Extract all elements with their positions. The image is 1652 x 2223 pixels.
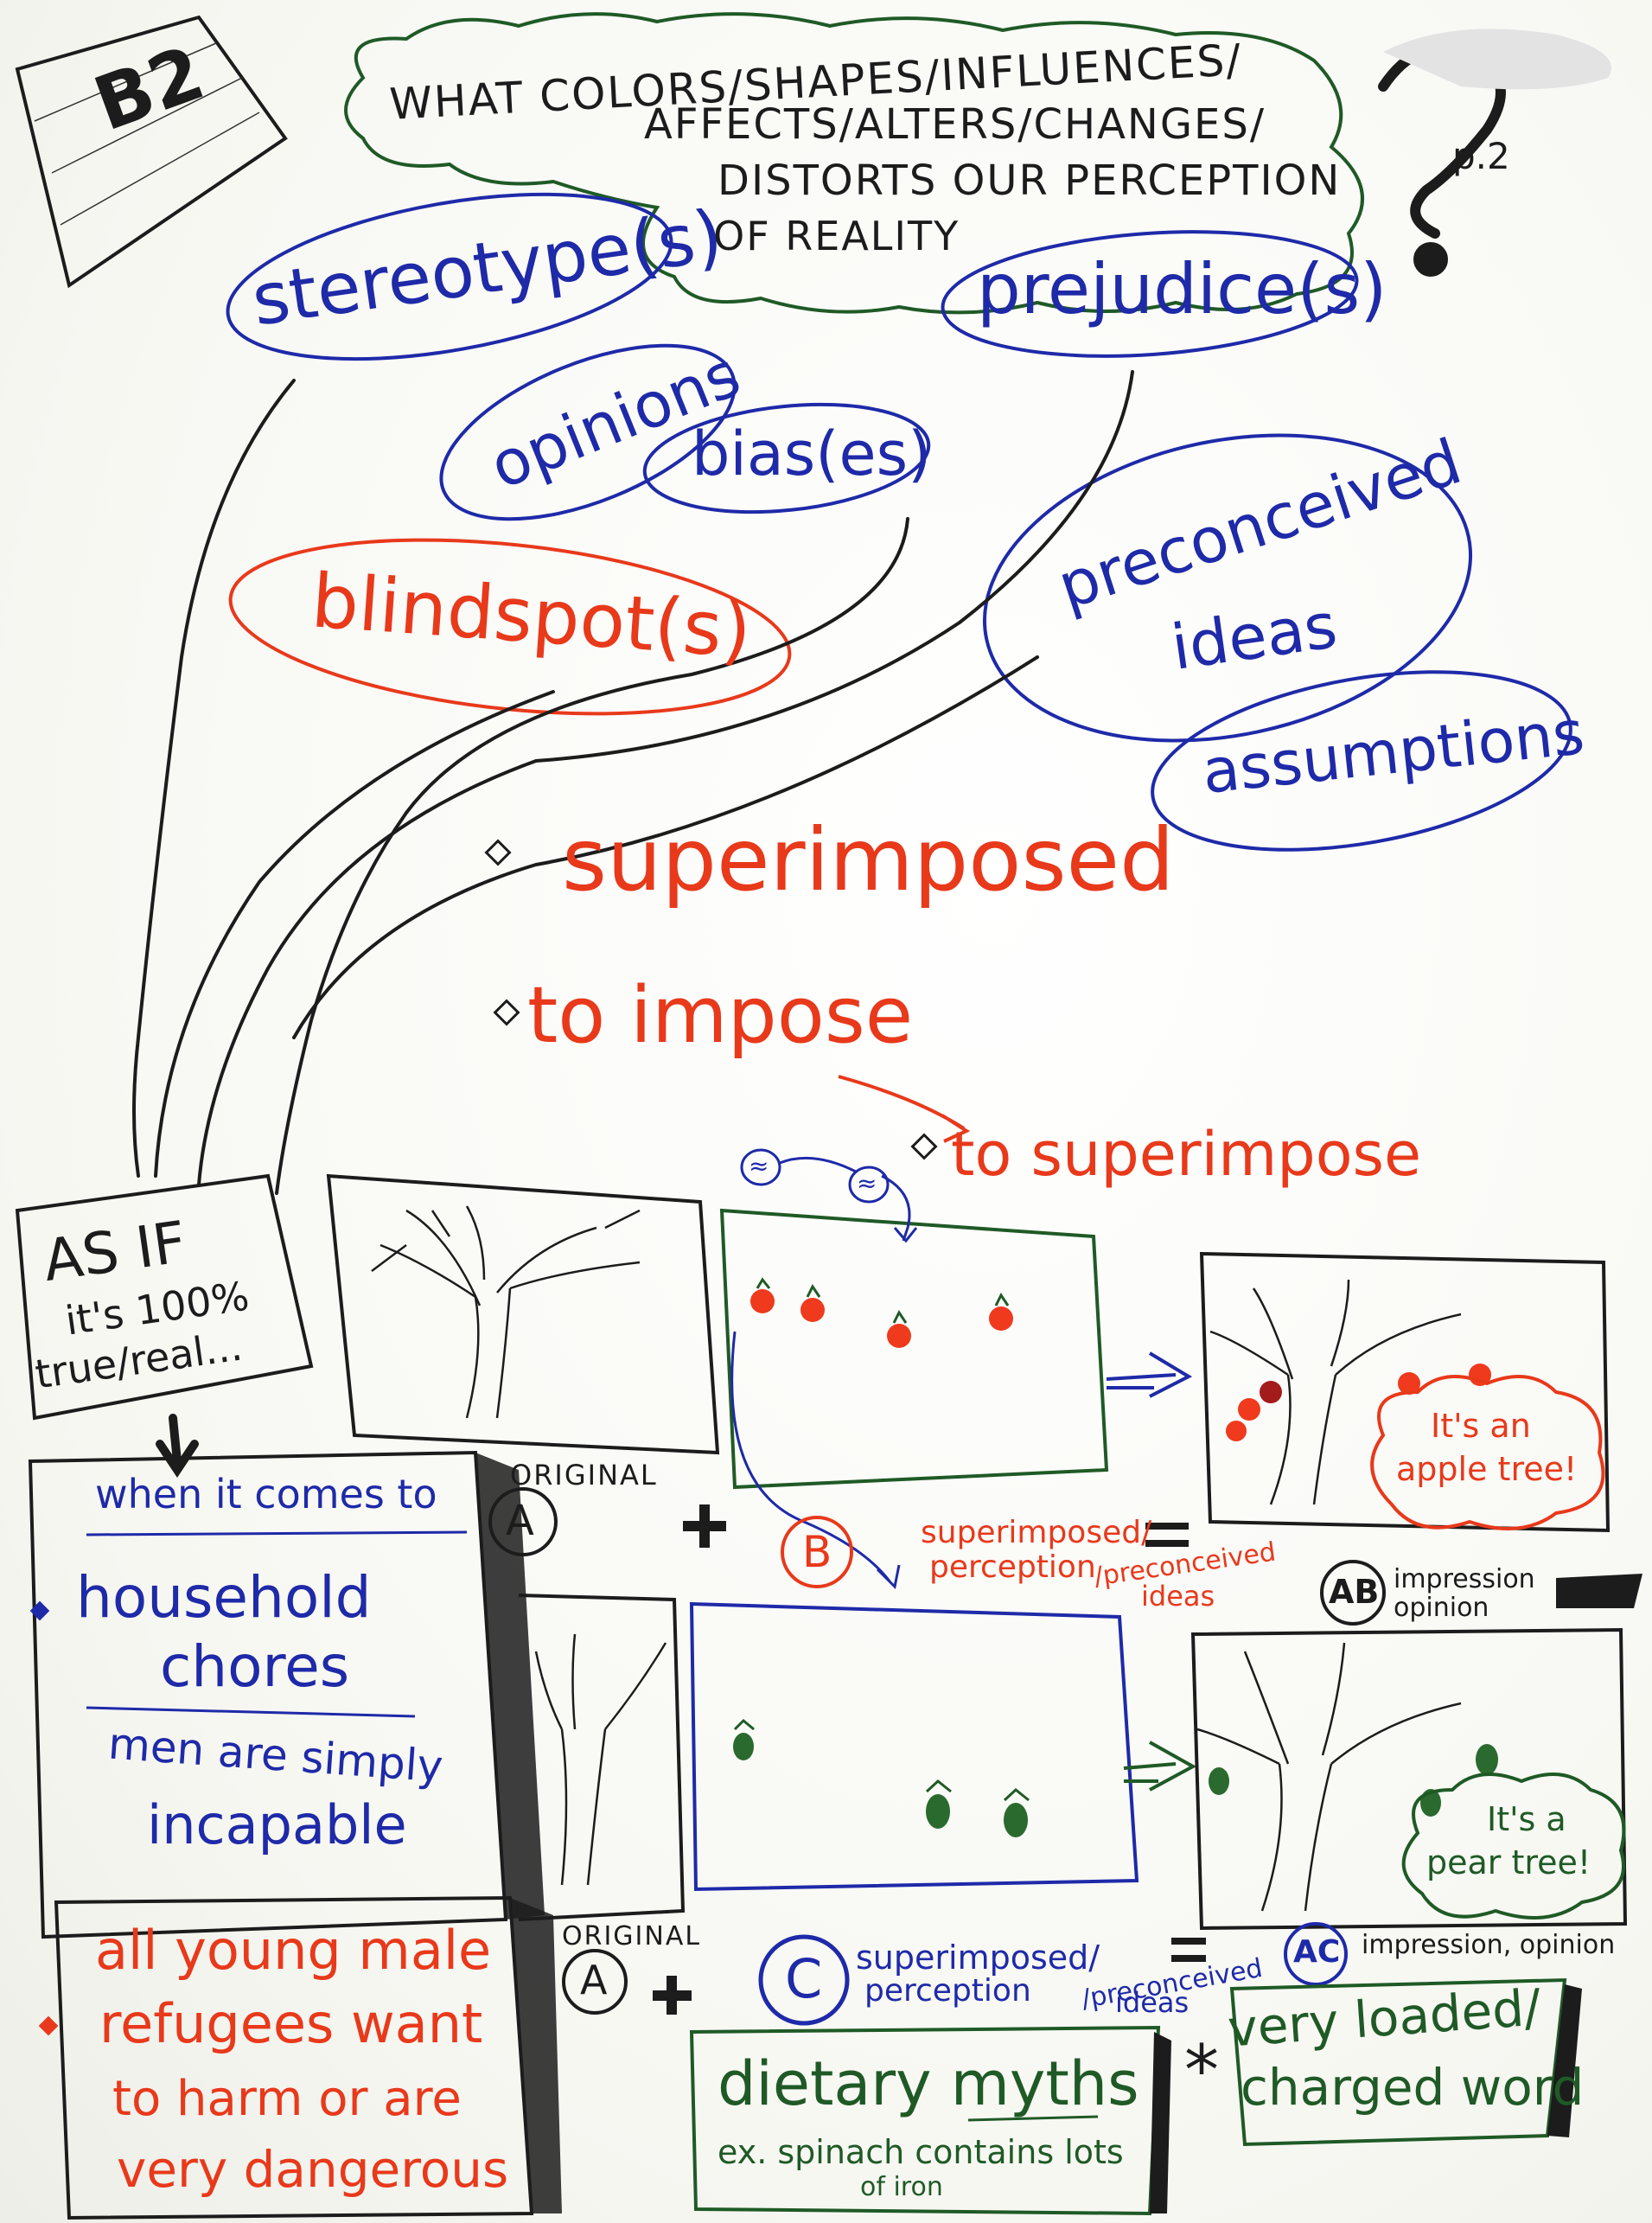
impose-arrow bbox=[838, 1075, 971, 1143]
corner-tag bbox=[15, 15, 288, 289]
note-star: * bbox=[1184, 2030, 1219, 2111]
box2-line-2: refugees want bbox=[99, 1992, 483, 2055]
frame-a-top bbox=[326, 1173, 720, 1455]
eq1-superimposed-line-2: perception bbox=[929, 1549, 1096, 1585]
eq1-impression-line-2: opinion bbox=[1394, 1593, 1489, 1623]
circle-a-top bbox=[488, 1487, 558, 1556]
page-number: p.2 bbox=[1452, 135, 1510, 177]
plus-sign-bottom bbox=[653, 1976, 692, 2015]
eq2-superimposed-line-2: perception bbox=[864, 1973, 1031, 2009]
ac-pears bbox=[1209, 1744, 1498, 1817]
question-line-3: DISTORTS OUR PERCEPTION bbox=[718, 157, 1342, 205]
bubble-opinions-outline bbox=[439, 343, 737, 521]
myths-title: dietary myths bbox=[718, 2048, 1139, 2119]
note-shadow bbox=[1547, 1984, 1582, 2137]
bubble-prejudices: prejudice(s) bbox=[977, 249, 1387, 329]
box1-claim-line-2: incapable bbox=[147, 1793, 407, 1856]
equals-sign-bottom bbox=[1171, 1938, 1206, 1962]
circle-b bbox=[781, 1516, 853, 1588]
eq1-superimposed-line-1: superimposed/ bbox=[921, 1515, 1152, 1550]
bubble-preconceived-outline bbox=[982, 433, 1473, 743]
eq1-a: A bbox=[506, 1497, 534, 1545]
bubble-biases-outline bbox=[642, 402, 931, 514]
circle-c bbox=[758, 1934, 850, 2026]
box1-heading: when it comes to bbox=[95, 1471, 437, 1517]
frame-b bbox=[719, 1208, 1109, 1490]
question-line-4: OF REALITY bbox=[713, 213, 960, 259]
apples bbox=[750, 1277, 1013, 1348]
as-if-arrow bbox=[156, 1414, 199, 1479]
bubble-biases: bias(es) bbox=[692, 418, 932, 489]
circle-ab bbox=[1320, 1560, 1386, 1626]
box-refugees bbox=[54, 1895, 562, 2220]
eq2-impression: impression, opinion bbox=[1362, 1930, 1616, 1960]
scribble-top bbox=[1556, 1574, 1642, 1608]
eq1-result: AB bbox=[1329, 1573, 1380, 1611]
ab-apples bbox=[1226, 1364, 1491, 1441]
box1-topic-line-1: household bbox=[76, 1564, 372, 1631]
eq1-impression-line-1: impression bbox=[1394, 1564, 1535, 1594]
connector-lines bbox=[132, 370, 1134, 1195]
question-cloud bbox=[344, 12, 1364, 315]
eq1-approx-2: ≈ bbox=[857, 1169, 877, 1198]
eq1-b: B bbox=[802, 1527, 832, 1577]
box2-line-1: all young male bbox=[95, 1919, 492, 1982]
bubble-assumptions-outline bbox=[1151, 670, 1572, 852]
apple-speech-line-1: It's an bbox=[1431, 1407, 1531, 1445]
eq2-original-label: ORIGINAL bbox=[562, 1921, 702, 1952]
eq1-original-label: ORIGINAL bbox=[510, 1459, 658, 1492]
box1-topic-line-2: chores bbox=[160, 1633, 350, 1700]
frame-ac bbox=[1190, 1627, 1628, 1931]
eq2-superimposed-line-1: superimposed/ bbox=[856, 1939, 1100, 1977]
bubble-stereotypes-outline bbox=[226, 192, 673, 361]
apple-speech-cloud bbox=[1370, 1375, 1605, 1530]
smudge bbox=[1383, 29, 1611, 90]
bubble-prejudices-outline bbox=[941, 230, 1359, 358]
frame-c bbox=[689, 1601, 1139, 1892]
eq1-approx-1: ≈ bbox=[749, 1152, 769, 1180]
box2-line-3: to harm or are bbox=[112, 2071, 462, 2127]
bubble-blindspots-outline bbox=[228, 538, 792, 716]
vocab-to-superimpose: to superimpose bbox=[951, 1119, 1422, 1190]
vocab-superimposed: superimposed bbox=[562, 809, 1175, 910]
myths-example-line-2: of iron bbox=[860, 2172, 943, 2202]
vocab-to-impose: to impose bbox=[527, 970, 914, 1061]
eq2-c: C bbox=[785, 1947, 823, 2010]
myths-underline bbox=[967, 2115, 1099, 2122]
myths-shadow bbox=[1150, 2032, 1171, 2213]
frame-ab bbox=[1199, 1251, 1611, 1533]
note-line-2: charged word bbox=[1241, 2058, 1585, 2117]
box-household bbox=[28, 1450, 545, 1939]
pear-speech-cloud bbox=[1401, 1773, 1626, 1920]
eq2-preconceived-line-2: ideas bbox=[1115, 1986, 1190, 2019]
eq1-preconceived-line-2: ideas bbox=[1141, 1580, 1215, 1613]
apple-speech-line-2: apple tree! bbox=[1396, 1450, 1578, 1488]
eq2-a: A bbox=[580, 1957, 608, 2003]
arrow-to-ac bbox=[1123, 1741, 1197, 1792]
pear-speech-line-2: pear tree! bbox=[1426, 1843, 1591, 1881]
eq2-result: AC bbox=[1293, 1934, 1341, 1970]
equals-sign-top bbox=[1145, 1523, 1189, 1547]
as-if-box bbox=[15, 1173, 314, 1421]
circle-a-bottom bbox=[562, 1949, 628, 2015]
question-line-2: AFFECTS/ALTERS/CHANGES/ bbox=[644, 100, 1266, 149]
box2-line-4: very dangerous bbox=[117, 2140, 509, 2199]
approx-tokens bbox=[730, 1148, 918, 1590]
plus-sign-top bbox=[683, 1504, 726, 1548]
pear-speech-line-1: It's a bbox=[1487, 1800, 1566, 1838]
circle-ac bbox=[1284, 1922, 1348, 1986]
myths-example-line-1: ex. spinach contains lots bbox=[718, 2133, 1124, 2171]
pears bbox=[733, 1718, 1030, 1837]
arrow-to-ab bbox=[1106, 1351, 1193, 1398]
frame-a-bottom bbox=[518, 1594, 686, 1921]
